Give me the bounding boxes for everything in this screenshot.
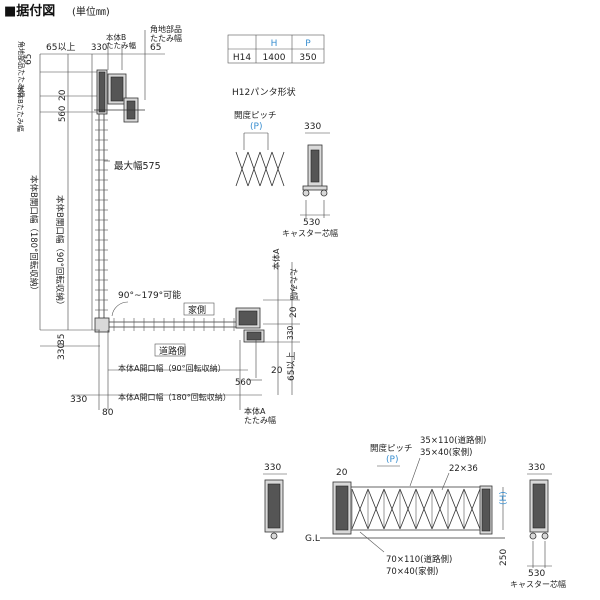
pantograph-pitch: 開度ピッチ	[234, 110, 277, 121]
house-side-label: 家側	[188, 304, 206, 316]
angle-arc	[111, 301, 129, 317]
b-open-180-label: 本体B開口幅（180°回転収納）	[28, 175, 39, 295]
elev-330-right: 330	[528, 463, 545, 473]
spec-35x40: 35×40(家側)	[420, 447, 472, 458]
spec-70x40: 70×40(家側)	[386, 566, 438, 577]
lattice-bar	[463, 488, 481, 530]
pantograph-caster: キャスター芯幅	[282, 228, 338, 238]
pantograph-lattice	[235, 151, 285, 187]
dim-330-right: 330	[286, 325, 295, 340]
elev-pitch: 開度ピッチ	[370, 443, 413, 454]
a-fold-vert-label: 本体A	[271, 248, 281, 270]
unit-label: (単位㎜)	[72, 5, 110, 18]
pantograph-330: 330	[304, 122, 321, 132]
dim-20-bottom: 20	[271, 366, 283, 376]
corner-post	[94, 317, 110, 333]
lattice-bar	[247, 151, 261, 187]
lattice-bar	[271, 151, 285, 187]
dim-80: 80	[102, 408, 114, 418]
elevation-lattice	[351, 488, 481, 530]
lattice-bar	[367, 488, 385, 530]
spec-35x110: 35×110(道路側)	[420, 435, 486, 446]
a-open-90-label: 本体A開口幅（90°回転収納）	[118, 363, 226, 373]
elev-caster: キャスター芯幅	[510, 579, 566, 589]
elev-20: 20	[336, 468, 348, 478]
dim-330-bottom-left: 330	[57, 343, 67, 360]
elev-250: 250	[499, 549, 509, 566]
dim-560-bottom: 560	[235, 378, 251, 388]
page-title: ■据付図	[4, 3, 55, 19]
table-model: H14	[233, 53, 251, 63]
elev-330-left: 330	[264, 463, 281, 473]
spec-22x36: 22×36	[449, 464, 478, 474]
caster-icon-2	[320, 189, 328, 197]
lattice-bar	[383, 488, 401, 530]
body-b-fold-vert-label: 本体Bたたみ幅	[16, 85, 25, 132]
pantograph-title: H12パンタ形状	[232, 86, 296, 98]
a-fold-vert-label-2: たたみ幅	[289, 268, 299, 300]
lattice-bar	[431, 488, 449, 530]
lattice-bar	[351, 488, 369, 530]
dim-65-vert: 65	[24, 54, 34, 65]
a-open-180-label: 本体A開口幅（180°回転収納）	[118, 392, 231, 402]
dim-65-top: 65	[150, 43, 161, 53]
elev-530: 530	[528, 569, 545, 579]
road-side-box	[154, 343, 186, 357]
elevation-view: 330 G.L 20 開度ピッチ (P) 35×110(道路側) 35×40(家…	[263, 435, 566, 589]
dim-65-min-right: 65以上	[286, 352, 297, 381]
dim-35: 35	[57, 334, 67, 345]
table-h-value: 1400	[263, 53, 286, 63]
dim-330-bottom: 330	[70, 395, 87, 405]
lattice-bar	[259, 151, 273, 187]
caster-icon	[302, 189, 310, 197]
angle-label: 90°~179°可能	[118, 289, 181, 301]
spec-table: H P H14 1400 350	[227, 34, 325, 64]
table-p-value: 350	[299, 53, 316, 63]
dim-20-left: 20	[58, 89, 68, 101]
road-side-label: 道路側	[159, 345, 186, 357]
elev-h: (H)	[499, 491, 509, 505]
lattice-bar	[235, 151, 249, 187]
corner-fold-vert-label: 角地部品たたみ幅	[17, 41, 26, 97]
pantograph-530: 530	[303, 218, 320, 228]
corner-fold-label: 角地部品たたみ幅	[150, 24, 182, 43]
table-header-h: H	[271, 39, 278, 49]
dim-20-right: 20	[289, 306, 299, 318]
dim-65-min: 65以上	[46, 42, 75, 53]
spec-70x110: 70×110(道路側)	[386, 554, 452, 565]
pantograph-detail: H12パンタ形状 開度ピッチ (P) 330 530 キャスター芯幅	[232, 86, 338, 238]
lattice-bar	[399, 488, 417, 530]
gl-label: G.L	[305, 534, 320, 544]
table-header-p: P	[305, 39, 311, 49]
dim-560-left: 560	[58, 106, 68, 122]
max-width-label: 最大幅575	[114, 160, 161, 172]
elev-p: (P)	[386, 455, 398, 465]
dim-330-top: 330	[91, 43, 107, 53]
b-open-90-label: 本体B開口幅（90°回転収納）	[54, 195, 65, 309]
lattice-bar	[447, 488, 465, 530]
pantograph-p: (P)	[250, 122, 262, 132]
house-side-box	[183, 302, 215, 316]
lattice-bar	[415, 488, 433, 530]
